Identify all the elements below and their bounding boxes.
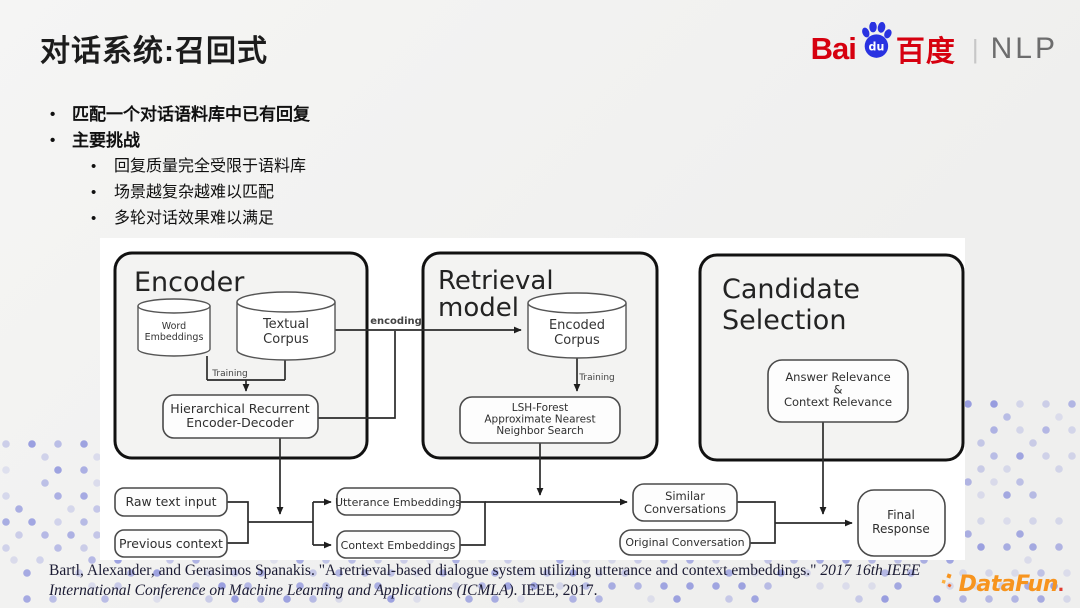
nlp-logo-text: NLP <box>990 32 1058 65</box>
original-conversation-node <box>619 529 751 556</box>
datafun-period: . <box>1057 571 1064 596</box>
utterance-embeddings-label: Utterance Embeddings <box>335 496 461 509</box>
bullet-text: 主要挑战 <box>72 131 140 150</box>
training-label-retrieval: Training <box>578 373 615 383</box>
sub-bullet-item-2: • 场景越复杂越难以匹配 <box>91 180 310 206</box>
citation: Bartl, Alexander, and Gerasimos Spanakis… <box>49 561 964 600</box>
line-hred-to-encoding <box>318 331 396 419</box>
line-embeddings-join <box>460 501 486 546</box>
bullet-marker: • <box>91 210 97 227</box>
context-embeddings-node <box>336 530 461 559</box>
previous-context-node <box>114 529 228 558</box>
bullet-text: 回复质量完全受限于语料库 <box>114 158 307 175</box>
datafun-text: DataFun <box>958 572 1059 597</box>
encoding-label: encoding <box>370 316 422 327</box>
lsh-node <box>459 396 621 444</box>
raw-text-input-label: Raw text input <box>125 494 216 509</box>
bullet-marker: • <box>50 132 56 149</box>
training-label-encoder: Training <box>211 369 248 379</box>
sub-bullet-item-1: • 回复质量完全受限于语料库 <box>91 154 310 180</box>
baidu-cn-text: 百度 <box>895 36 956 68</box>
baidu-paw-icon: du <box>859 21 893 65</box>
brand-divider: | <box>971 33 979 64</box>
utterance-embeddings-node <box>336 487 461 516</box>
bullet-item-2: • 主要挑战 <box>50 128 310 154</box>
citation-part1: Bartl, Alexander, and Gerasimos Spanakis… <box>49 562 821 579</box>
similar-conversations-node <box>632 483 738 522</box>
bullet-text: 多轮对话效果难以满足 <box>114 210 275 227</box>
bullet-item-1: • 匹配一个对话语料库中已有回复 <box>50 102 310 128</box>
bullet-marker: • <box>91 158 97 175</box>
hred-node <box>162 394 319 439</box>
brand-logo: Bai du 百度 | NLP <box>810 21 1058 70</box>
answer-relevance-node <box>767 359 909 423</box>
baidu-du-text: du <box>868 40 884 53</box>
bullet-marker: • <box>91 184 97 201</box>
final-response-node <box>857 489 946 557</box>
previous-context-label: Previous context <box>119 536 223 551</box>
citation-part3: . IEEE, 2017. <box>513 581 598 599</box>
page-title: 对话系统:召回式 <box>40 35 268 68</box>
encoder-title: Encoder <box>134 267 245 298</box>
datafun-logo: DataFun . <box>941 571 1064 597</box>
bullet-text: 匹配一个对话语料库中已有回复 <box>72 105 310 124</box>
sub-bullet-item-3: • 多轮对话效果难以满足 <box>91 206 310 232</box>
answer-relevance-label: Answer Relevance&Context Relevance <box>784 370 892 409</box>
baidu-bai-text: Bai <box>810 31 857 66</box>
citation-italic: 2017 16th IEEE International Conference … <box>49 562 921 599</box>
bullet-marker: • <box>50 106 56 123</box>
raw-text-input-node <box>114 487 228 517</box>
bullet-list: • 匹配一个对话语料库中已有回复 • 主要挑战 • 回复质量完全受限于语料库 •… <box>50 102 310 232</box>
bullet-text: 场景越复杂越难以匹配 <box>114 184 275 201</box>
connector-lines <box>206 326 853 549</box>
original-conversation-label: Original Conversation <box>625 536 744 549</box>
context-embeddings-label: Context Embeddings <box>341 539 456 552</box>
datafun-sparkle-icon <box>941 572 957 596</box>
